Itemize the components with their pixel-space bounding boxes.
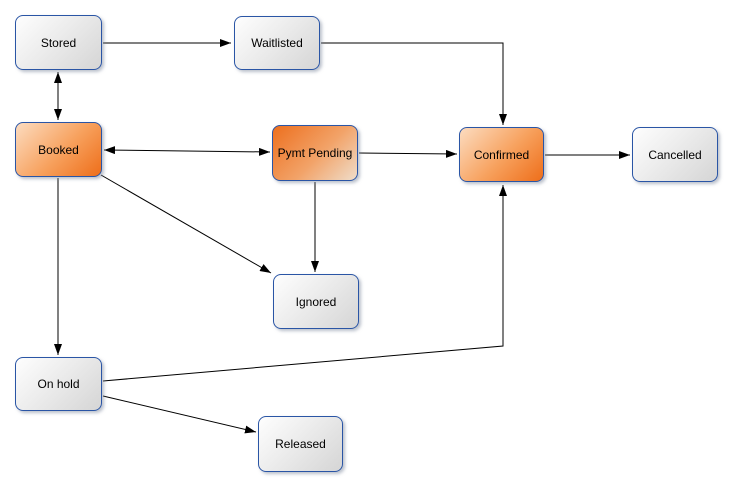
edge-waitlisted-confirmed[interactable]	[321, 42, 507, 125]
node-label: Released	[275, 437, 326, 451]
node-stored[interactable]: Stored	[15, 15, 102, 70]
node-label: Pymt Pending	[277, 146, 353, 160]
node-label: Booked	[38, 142, 79, 157]
node-cancelled[interactable]: Cancelled	[632, 127, 718, 182]
node-waitlisted[interactable]: Waitlisted	[234, 16, 320, 70]
edge-on-hold-released[interactable]	[102, 395, 257, 434]
node-pymt-pending[interactable]: Pymt Pending	[272, 125, 358, 181]
node-label: Confirmed	[473, 147, 530, 162]
node-label: Cancelled	[648, 147, 702, 162]
edges-group	[54, 39, 630, 434]
node-released[interactable]: Released	[258, 416, 343, 472]
edge-on-hold-confirmed[interactable]	[102, 185, 507, 382]
node-confirmed[interactable]: Confirmed	[459, 127, 544, 182]
node-booked[interactable]: Booked	[15, 122, 102, 177]
node-label: Waitlisted	[251, 36, 303, 50]
node-on-hold[interactable]: On hold	[15, 357, 102, 411]
edge-booked-ignored[interactable]	[100, 174, 272, 274]
node-label: Ignored	[295, 294, 337, 309]
node-label: Stored	[40, 35, 77, 50]
node-ignored[interactable]: Ignored	[273, 274, 359, 329]
node-label: On hold	[37, 377, 80, 391]
edge-pymt-pending-confirmed[interactable]	[358, 149, 458, 158]
edge-booked-pymt-pending[interactable]	[103, 146, 271, 156]
